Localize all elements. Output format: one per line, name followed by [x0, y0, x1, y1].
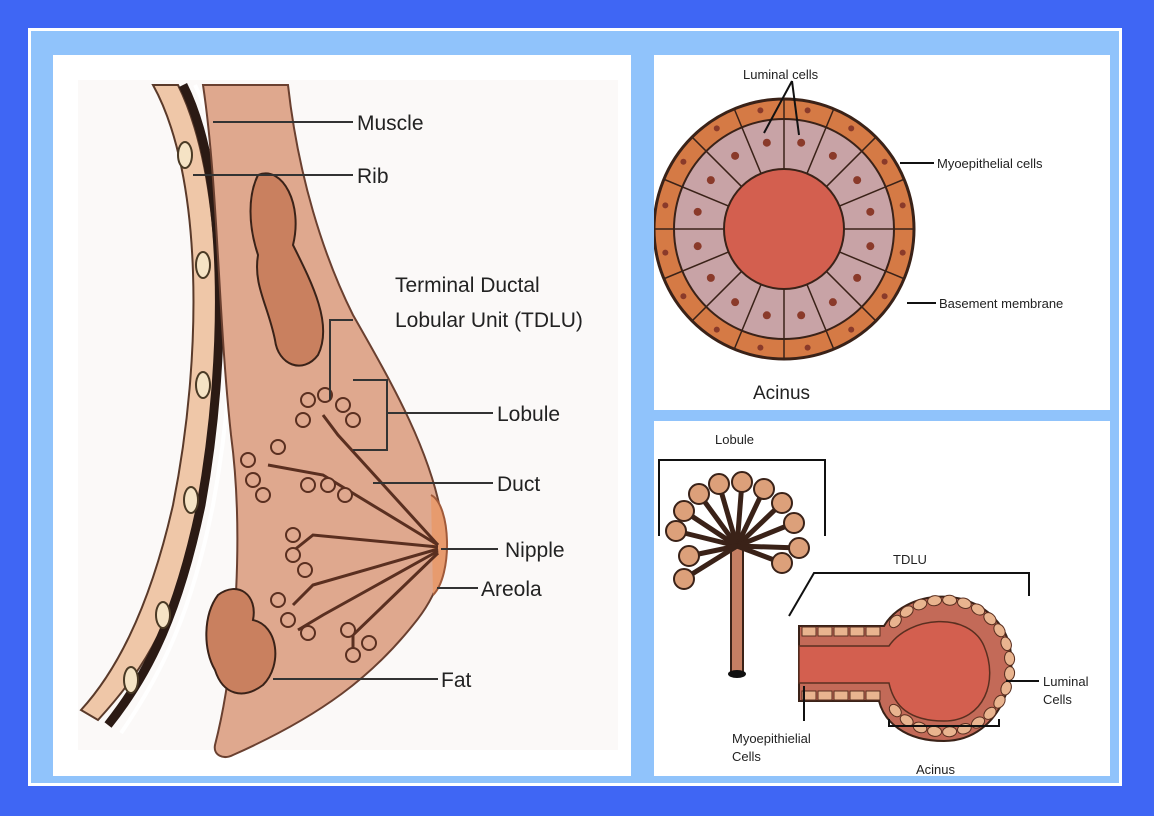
breast-anatomy-panel: Muscle Rib Terminal Ductal Lobular Unit …: [53, 55, 631, 776]
luminal-nucleus: [731, 152, 739, 160]
myo-nucleus: [882, 293, 888, 299]
myo-nucleus: [714, 327, 720, 333]
duct-cell-top: [802, 627, 816, 636]
label-luminal-line1: Luminal: [1043, 674, 1089, 689]
duct-cell-top: [850, 627, 864, 636]
lobule-bud: [674, 569, 694, 589]
luminal-nucleus: [763, 139, 771, 147]
luminal-nucleus: [866, 208, 874, 216]
label-muscle: Muscle: [357, 112, 424, 135]
label-luminal-line2: Cells: [1043, 692, 1072, 707]
luminal-nucleus: [763, 311, 771, 319]
label-acinus-title: Acinus: [753, 383, 810, 404]
lobule-bud: [709, 474, 729, 494]
myo-nucleus: [848, 125, 854, 131]
label-tdlu: TDLU: [893, 552, 927, 567]
tdlu-diagram: Lobule TDLU Luminal Cells Myoepithielial…: [654, 421, 1110, 776]
duct-cell-bottom: [818, 691, 832, 700]
label-myo-line2: Cells: [732, 749, 761, 764]
duct-cell-bottom: [850, 691, 864, 700]
duct-cell-top: [818, 627, 832, 636]
myo-nucleus: [805, 107, 811, 113]
myo-nucleus: [805, 345, 811, 351]
myo-nucleus: [757, 107, 763, 113]
stem-end: [728, 670, 746, 678]
acinus-diagram: Luminal cells Myoepithelial cells Baseme…: [654, 55, 1110, 410]
luminal-nucleus: [707, 176, 715, 184]
luminal-nucleus: [797, 139, 805, 147]
lobule-bud: [754, 479, 774, 499]
myo-nucleus: [757, 345, 763, 351]
luminal-nucleus: [694, 208, 702, 216]
label-myo-line1: Myoepithielial: [732, 731, 811, 746]
lobule-stem: [731, 539, 743, 674]
label-nipple: Nipple: [505, 539, 565, 562]
label-fat: Fat: [441, 669, 472, 692]
lobule-bud: [772, 493, 792, 513]
label-areola: Areola: [481, 578, 542, 601]
lobule-bud: [732, 472, 752, 492]
lobule-bud: [679, 546, 699, 566]
acinus-panel: Luminal cells Myoepithelial cells Baseme…: [654, 55, 1110, 410]
label-lobule: Lobule: [715, 432, 754, 447]
lobule-bud: [674, 501, 694, 521]
luminal-nucleus: [829, 152, 837, 160]
myo-nucleus: [882, 159, 888, 165]
label-myoepithelial-cells: Myoepithelial cells: [937, 156, 1043, 171]
myo-nucleus: [900, 202, 906, 208]
label-tdlu-line2: Lobular Unit (TDLU): [395, 309, 583, 332]
breast-anatomy-diagram: Muscle Rib Terminal Ductal Lobular Unit …: [53, 55, 631, 776]
luminal-nucleus: [829, 298, 837, 306]
lobule-bud: [772, 553, 792, 573]
duct-cell-top: [866, 627, 880, 636]
label-basement-membrane: Basement membrane: [939, 296, 1063, 311]
myo-nucleus: [680, 159, 686, 165]
lobule-bud: [784, 513, 804, 533]
myo-nucleus: [662, 250, 668, 256]
lobule-bud: [666, 521, 686, 541]
luminal-nucleus: [853, 274, 861, 282]
duct-cell-bottom: [866, 691, 880, 700]
luminal-nucleus: [866, 242, 874, 250]
lobule-bud: [789, 538, 809, 558]
label-tdlu-line1: Terminal Ductal: [395, 274, 540, 297]
luminal-nucleus: [707, 274, 715, 282]
luminal-nucleus: [694, 242, 702, 250]
luminal-nucleus: [853, 176, 861, 184]
duct-cell-top: [834, 627, 848, 636]
myo-nucleus: [848, 327, 854, 333]
luminal-nucleus: [731, 298, 739, 306]
myo-nucleus: [662, 202, 668, 208]
duct-cell-bottom: [834, 691, 848, 700]
luminal-nucleus: [797, 311, 805, 319]
label-luminal-cells: Luminal cells: [743, 67, 819, 82]
label-rib: Rib: [357, 165, 389, 188]
lobule-bud: [689, 484, 709, 504]
myo-nucleus: [680, 293, 686, 299]
myo-nucleus: [714, 125, 720, 131]
acinus-lumen: [724, 169, 844, 289]
label-acinus: Acinus: [916, 762, 956, 776]
label-lobule: Lobule: [497, 403, 560, 426]
tdlu-panel: Lobule TDLU Luminal Cells Myoepithielial…: [654, 421, 1110, 776]
myo-nucleus: [900, 250, 906, 256]
label-duct: Duct: [497, 473, 540, 496]
